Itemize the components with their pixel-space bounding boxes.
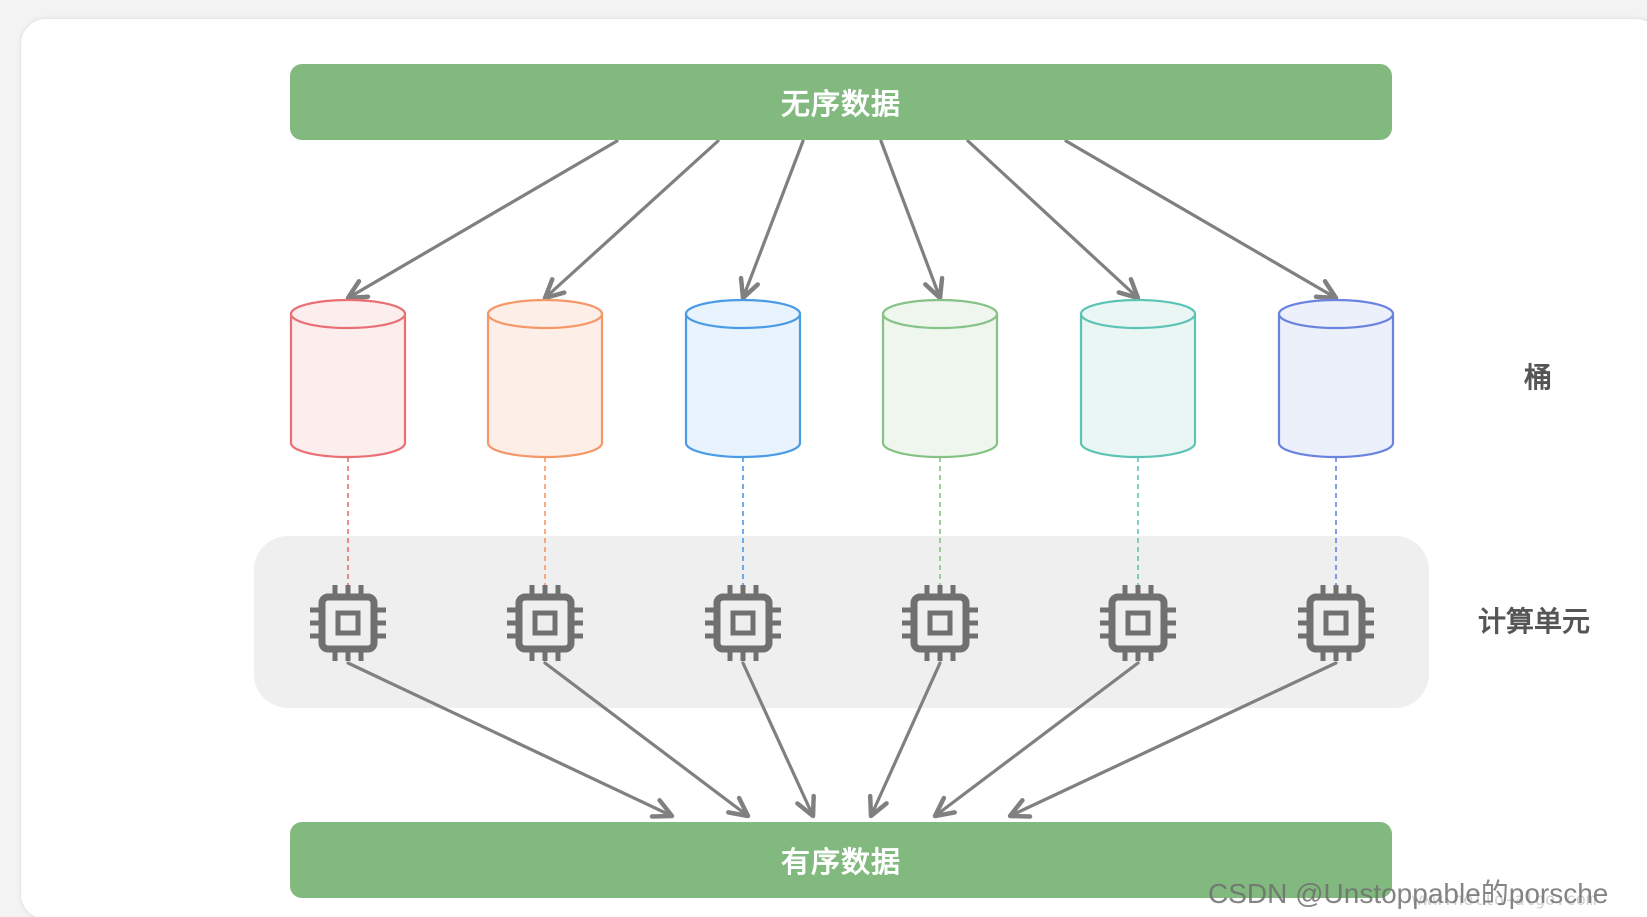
input-arrow [738,139,805,301]
cpu-chip-icon [902,585,978,661]
cpu-chip-icon [705,585,781,661]
bucket-lid [881,298,999,330]
bucket-lid [486,298,604,330]
bucket-6 [1277,298,1395,459]
output-data-label: 有序数据 [780,845,901,879]
output-arrows-layer [346,661,1338,819]
output-arrow [543,661,751,819]
input-arrow [966,139,1141,301]
bucket-body [1277,312,1395,459]
bucket-lid [1079,298,1197,330]
input-arrow [879,139,945,301]
bucket-body [684,312,802,459]
bucket-lid [289,298,407,330]
compute-panel [254,536,1429,708]
input-arrow [345,139,619,301]
cpu-chip-icon [1298,585,1374,661]
site-url-watermark: www.hello-algo.com [1412,890,1597,910]
bucket-3 [684,298,802,459]
bucket-1 [289,298,407,459]
csdn-watermark: CSDN @Unstoppable的porsche [1208,878,1609,909]
output-data-bar: 有序数据 [290,822,1392,898]
input-arrow [542,139,720,301]
bucket-body [1079,312,1197,459]
diagram-card [20,18,1647,917]
bucket-body [881,312,999,459]
bucket-4 [881,298,999,459]
bucket-body [289,312,407,459]
dashed-links-layer [347,457,1337,587]
bucket-body [486,312,604,459]
compute-row-label: 计算单元 [1478,605,1591,638]
cpu-chip-icon [310,585,386,661]
bucket-2 [486,298,604,459]
output-arrow [867,661,942,819]
bucket-5 [1079,298,1197,459]
output-arrow [346,661,675,819]
input-data-label: 无序数据 [780,87,901,121]
cpu-chip-icon [507,585,583,661]
bucket-lid [684,298,802,330]
bucket-row-label: 桶 [1524,361,1553,394]
output-arrow [741,661,816,819]
output-arrow [932,661,1140,819]
input-arrows-layer [345,139,1339,301]
compute-units-layer [310,585,1374,661]
bucket-lid [1277,298,1395,330]
buckets-layer [289,298,1395,459]
output-arrow [1007,661,1338,819]
input-arrow [1064,139,1339,301]
cpu-chip-icon [1100,585,1176,661]
input-data-bar: 无序数据 [290,64,1392,140]
